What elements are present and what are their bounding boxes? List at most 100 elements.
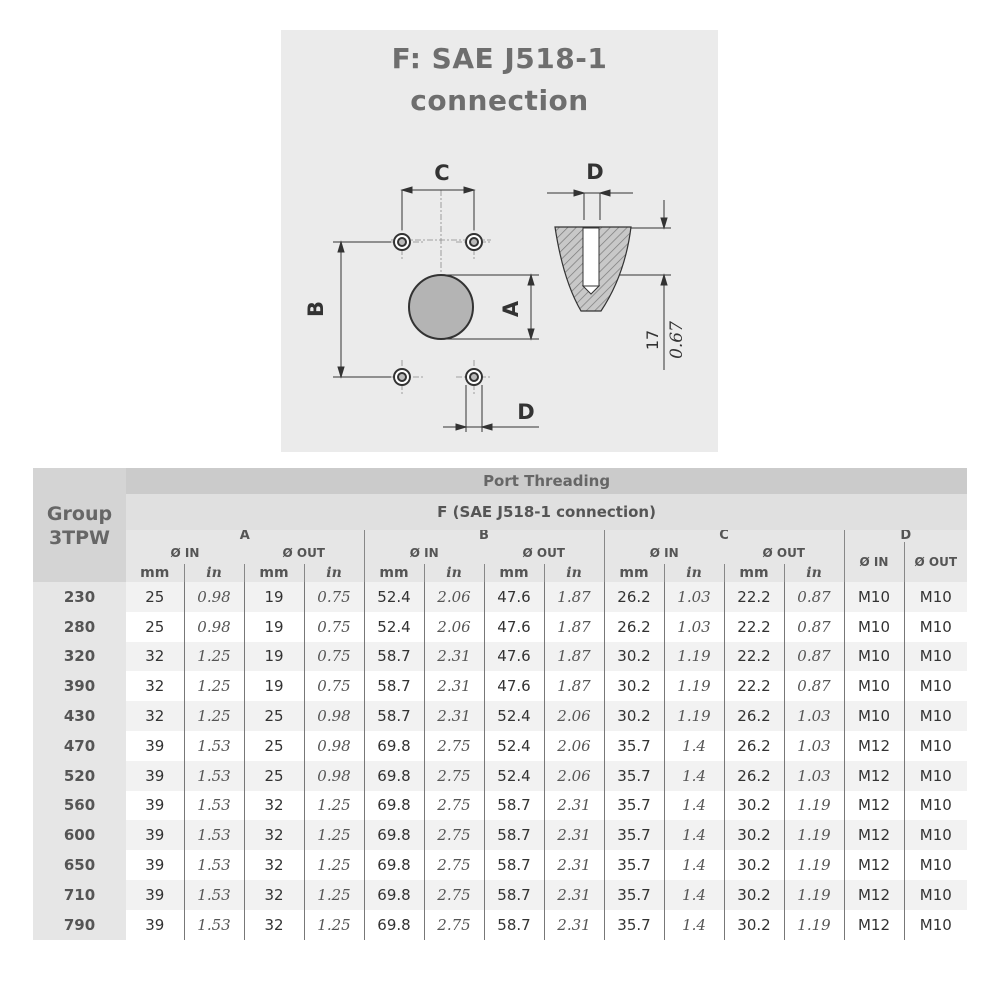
depth-mm-label: 17 xyxy=(643,330,662,350)
cell-b-in-in: 2.06 xyxy=(423,582,484,612)
unit-mm: mm xyxy=(126,564,184,582)
cell-b-in-mm: 69.8 xyxy=(363,760,424,791)
cell-c-out-mm: 30.2 xyxy=(723,790,784,821)
cell-d-out: M10 xyxy=(903,730,968,761)
cell-c-in-in: 1.03 xyxy=(663,611,724,642)
cell-d-out: M10 xyxy=(903,611,968,642)
cell-c-out-in: 0.87 xyxy=(783,611,844,642)
cell-d-in: M10 xyxy=(843,671,904,702)
connection-figure: F: SAE J518-1 connection xyxy=(281,30,718,452)
cell-a-out-in: 1.25 xyxy=(303,850,364,880)
group-cell: 280 xyxy=(33,611,126,642)
cell-a-in-in: 1.53 xyxy=(183,820,244,851)
cell-a-in-in: 1.53 xyxy=(183,879,244,910)
flange-drawing: C D D B A 17 0.67 xyxy=(304,160,687,432)
cell-b-in-mm: 58.7 xyxy=(363,641,424,672)
cell-b-out-mm: 47.6 xyxy=(483,611,544,642)
cell-d-in: M12 xyxy=(843,760,904,791)
cell-c-out-in: 1.19 xyxy=(783,909,844,940)
cell-c-out-in: 0.87 xyxy=(783,582,844,612)
cell-b-in-mm: 52.4 xyxy=(363,611,424,642)
cell-b-out-mm: 58.7 xyxy=(483,879,544,910)
group-cell: 390 xyxy=(33,671,126,702)
cell-d-in: M10 xyxy=(843,701,904,731)
cell-b-in-mm: 69.8 xyxy=(363,790,424,821)
depth-in-label: 0.67 xyxy=(667,321,687,359)
cell-b-out-mm: 52.4 xyxy=(483,730,544,761)
cell-b-in-mm: 58.7 xyxy=(363,671,424,702)
cell-a-out-mm: 19 xyxy=(243,611,304,642)
cell-d-in: M12 xyxy=(843,820,904,851)
unit-mm: mm xyxy=(483,564,544,582)
unit-in: in xyxy=(783,564,844,582)
cell-a-in-in: 1.25 xyxy=(183,701,244,731)
cell-b-out-mm: 47.6 xyxy=(483,641,544,672)
cell-c-in-in: 1.19 xyxy=(663,701,724,731)
cell-a-in-mm: 39 xyxy=(126,850,184,880)
cell-c-in-mm: 35.7 xyxy=(603,730,664,761)
cell-b-in-in: 2.75 xyxy=(423,790,484,821)
cell-b-out-in: 2.31 xyxy=(543,879,604,910)
cell-a-in-mm: 32 xyxy=(126,701,184,731)
col-b-header: B xyxy=(363,530,604,542)
cell-c-out-in: 1.19 xyxy=(783,820,844,851)
cell-c-out-mm: 26.2 xyxy=(723,701,784,731)
cell-a-out-mm: 19 xyxy=(243,671,304,702)
cell-c-in-in: 1.4 xyxy=(663,879,724,910)
cell-d-out: M10 xyxy=(903,850,968,880)
cell-c-in-in: 1.03 xyxy=(663,582,724,612)
cell-d-in: M12 xyxy=(843,850,904,880)
port-threading-header: Port Threading xyxy=(126,468,968,494)
cell-a-out-mm: 32 xyxy=(243,909,304,940)
cell-a-out-mm: 19 xyxy=(243,641,304,672)
cell-b-out-mm: 52.4 xyxy=(483,760,544,791)
cell-b-out-mm: 58.7 xyxy=(483,850,544,880)
cell-b-in-mm: 69.8 xyxy=(363,730,424,761)
cell-a-out-in: 1.25 xyxy=(303,909,364,940)
cell-b-out-in: 2.06 xyxy=(543,730,604,761)
cell-c-in-mm: 30.2 xyxy=(603,671,664,702)
cell-c-out-in: 1.03 xyxy=(783,730,844,761)
group-cell: 320 xyxy=(33,641,126,672)
cell-b-out-mm: 58.7 xyxy=(483,790,544,821)
cell-b-in-in: 2.75 xyxy=(423,850,484,880)
port-circle xyxy=(408,274,474,340)
group-cell: 430 xyxy=(33,701,126,731)
col-a-header: A xyxy=(126,530,364,542)
group-cell: 230 xyxy=(33,582,126,612)
cell-b-in-in: 2.75 xyxy=(423,820,484,851)
cell-b-out-in: 2.06 xyxy=(543,760,604,791)
cell-c-out-in: 1.19 xyxy=(783,879,844,910)
cell-a-out-mm: 32 xyxy=(243,879,304,910)
cell-a-out-mm: 32 xyxy=(243,790,304,821)
group-cell: 790 xyxy=(33,909,126,940)
cell-a-out-in: 1.25 xyxy=(303,879,364,910)
cell-a-out-mm: 25 xyxy=(243,701,304,731)
cell-b-in-mm: 69.8 xyxy=(363,909,424,940)
unit-in: in xyxy=(663,564,724,582)
unit-in: in xyxy=(423,564,484,582)
cell-a-out-mm: 25 xyxy=(243,730,304,761)
col-c-header: C xyxy=(603,530,844,542)
cell-b-in-in: 2.31 xyxy=(423,671,484,702)
unit-mm: mm xyxy=(723,564,784,582)
cell-d-out: M10 xyxy=(903,879,968,910)
cell-a-in-mm: 32 xyxy=(126,641,184,672)
dim-label-a: A xyxy=(499,300,523,317)
cell-c-out-mm: 26.2 xyxy=(723,760,784,791)
cell-c-in-mm: 30.2 xyxy=(603,701,664,731)
cell-c-in-mm: 35.7 xyxy=(603,790,664,821)
cell-c-in-in: 1.19 xyxy=(663,641,724,672)
cell-c-out-mm: 22.2 xyxy=(723,641,784,672)
a-in-header: Ø IN xyxy=(126,542,244,564)
cell-c-out-mm: 30.2 xyxy=(723,879,784,910)
unit-in: in xyxy=(303,564,364,582)
cell-a-out-mm: 32 xyxy=(243,820,304,851)
cell-c-in-in: 1.19 xyxy=(663,671,724,702)
cell-a-out-in: 1.25 xyxy=(303,820,364,851)
